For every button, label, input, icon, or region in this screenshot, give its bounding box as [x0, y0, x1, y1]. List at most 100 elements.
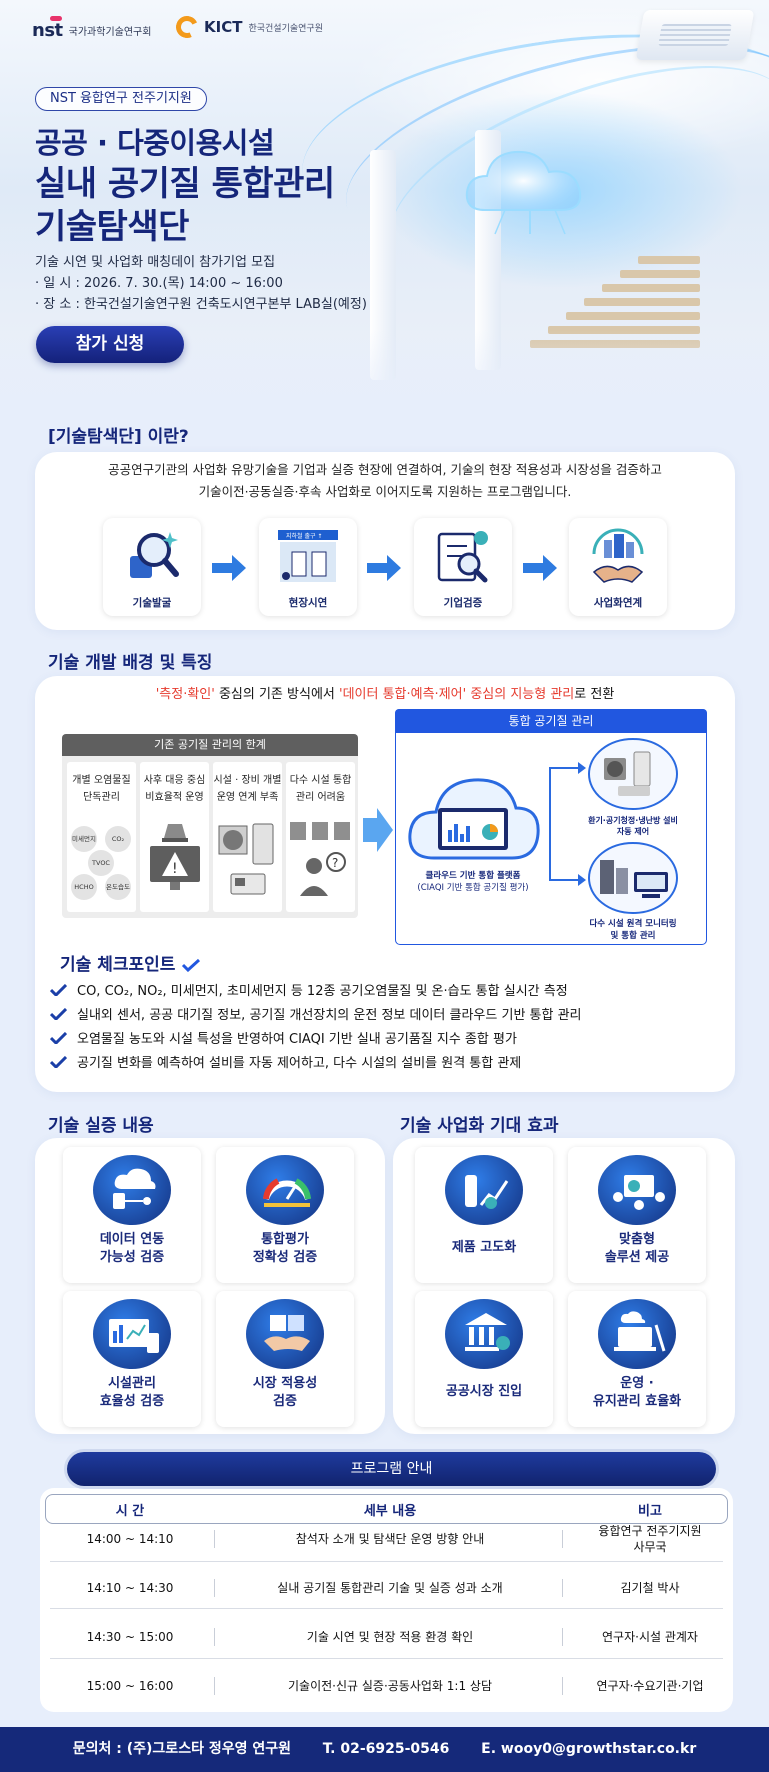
apply-button[interactable]: 참가 신청 [36, 326, 184, 363]
limit-line: 관리 어려움 [295, 792, 346, 803]
nst-logo: nst 국가과학기술연구회 [32, 16, 151, 41]
checklist-magnifier-icon [437, 531, 488, 583]
pollutant-bubble: 미세먼지 [71, 826, 97, 852]
cloud-platform-icon [408, 778, 540, 860]
event-place: · 장 소 : 한국건설기술연구원 건축도시연구본부 LAB실(예정) [35, 297, 367, 312]
handshake-building-icon [592, 528, 644, 583]
row-divider [50, 1608, 723, 1609]
lead-text: 로 전환 [574, 687, 615, 702]
col-header-content: 세부 내용 [363, 1504, 417, 1519]
score-gauge-icon [263, 1178, 311, 1207]
background-lead: '측정·확인' 중심의 기존 방식에서 '데이터 통합·예측·제어' 중심의 지… [40, 683, 730, 702]
row-note: 연구자·수요기관·기업 [596, 1679, 704, 1693]
column-divider [562, 1530, 563, 1548]
tile-line: 데이터 연동 [99, 1232, 165, 1247]
step-label: 기술발굴 [132, 597, 172, 609]
intro-title: [기술탐색단] 이란? [48, 427, 189, 447]
station-demo-icon: 지하철 출구 ↑ [278, 530, 338, 582]
kict-logo: KICT 한국건설기술연구원 [172, 12, 323, 42]
step-field-demo: 지하철 출구 ↑ 현장시연 [259, 518, 357, 616]
connector-arrows [549, 762, 586, 886]
intro-desc-line2: 기술이전·공동실증·후속 사업화로 이어지도록 지원하는 프로그램입니다. [198, 484, 572, 499]
tile-line: 운영 · [620, 1376, 654, 1391]
demo-title: 기술 실증 내용 [48, 1116, 154, 1136]
ceiling-air-unit [635, 10, 755, 60]
checkpoint-item: 공기질 변화를 예측하여 설비를 자동 제어하고, 다수 시설의 설비를 원격 … [50, 1052, 521, 1071]
step-commercialization: 사업화연계 [569, 518, 667, 616]
row-note: 연구자·시설 관계자 [602, 1630, 698, 1644]
svg-text:지하철 출구 ↑: 지하철 출구 ↑ [286, 532, 322, 540]
monitoring-line: 및 통합 관리 [610, 931, 656, 941]
checkpoint-text: 오염물질 농도와 시설 특성을 반영하여 CIAQI 기반 실내 공기품질 지수… [77, 1032, 517, 1047]
column-divider [214, 1579, 215, 1597]
effect-title: 기술 사업화 기대 효과 [400, 1116, 559, 1136]
nst-logo-mark: nst [32, 16, 63, 41]
contact-email[interactable]: E. wooy0@growthstar.co.kr [481, 1741, 697, 1757]
tile-line: 시설관리 [108, 1376, 156, 1391]
tile-line: 검증 [273, 1394, 297, 1409]
intro-desc-line1: 공공연구기관의 사업화 유망기술을 기업과 실증 현장에 연결하여, 기술의 현… [108, 462, 662, 477]
checkpoint-text: 실내외 센서, 공공 대기질 정보, 공기질 개선장치의 운전 정보 데이터 클… [77, 1008, 582, 1023]
column-divider [214, 1628, 215, 1646]
row-time: 15:00 ~ 16:00 [86, 1679, 174, 1693]
limit-line: 개별 오염물질 [72, 775, 131, 786]
tile-line: 시장 적용성 [252, 1376, 318, 1391]
integrated-header: 통합 공기질 관리 [395, 709, 707, 733]
check-icon [50, 983, 67, 996]
laptop-tools-icon [614, 1311, 666, 1352]
row-note-line: 사무국 [633, 1540, 667, 1554]
row-content: 기술 시연 및 현장 적용 환경 확인 [306, 1630, 474, 1644]
row-note-line: 융합연구 전주기지원 [598, 1524, 702, 1538]
hvac-devices-icon [588, 738, 678, 810]
limit-line: 사후 대응 중심 [143, 775, 206, 786]
data-link-icon [93, 1155, 171, 1225]
hero-title-line3: 기술탐색단 [35, 207, 189, 247]
tile-line: 맞춤형 [619, 1232, 655, 1247]
table-header-row [45, 1494, 728, 1524]
hero-title-line2: 실내 공기질 통합관리 [35, 164, 335, 204]
government-building-icon [465, 1313, 510, 1351]
arrow-right-icon [363, 808, 393, 852]
row-divider [50, 1658, 723, 1659]
kict-logo-mark: KICT [204, 18, 243, 36]
program-tag: NST 융합연구 전주기지원 [35, 87, 207, 111]
gauge-icon [246, 1155, 324, 1225]
row-time: 14:30 ~ 15:00 [86, 1630, 174, 1644]
row-content: 실내 공기질 통합관리 기술 및 실증 성과 소개 [277, 1581, 503, 1595]
col-header-time: 시 간 [115, 1504, 145, 1519]
monitoring-line: 다수 시설 원격 모니터링 [589, 919, 677, 929]
arrow-right-icon [367, 555, 401, 581]
column-divider [562, 1628, 563, 1646]
contact-footer: 문의처 : (주)그로스타 정우영 연구원 T. 02-6925-0546 E.… [0, 1727, 769, 1772]
arrow-right-icon [212, 555, 246, 581]
contact-phone[interactable]: T. 02-6925-0546 [322, 1741, 450, 1757]
checkpoint-text: CO, CO₂, NO₂, 미세먼지, 초미세먼지 등 12종 공기오염물질 및… [77, 984, 568, 999]
check-icon [50, 1007, 67, 1020]
hero-subtitle: 기술 시연 및 사업화 매칭데이 참가기업 모집 [35, 255, 276, 270]
tile-line: 유지관리 효율화 [592, 1394, 682, 1409]
tile-line: 공공시장 진입 [445, 1384, 523, 1399]
kict-org-name: 한국건설기술연구원 [248, 23, 323, 34]
facility-dashboard-icon [109, 1319, 159, 1353]
column-divider [214, 1677, 215, 1695]
step-label: 현장시연 [288, 597, 328, 609]
control-line: 환기·공기청정·냉난방 설비 [588, 816, 678, 825]
background-title: 기술 개발 배경 및 특징 [48, 653, 213, 673]
checkpoint-title: 기술 체크포인트 [60, 950, 201, 975]
buildings-person-icon: ? [290, 822, 350, 896]
limit-line: 운영 연계 부족 [216, 792, 279, 803]
platform-caption: 클라우드 기반 통합 플랫폼(CIAQI 기반 통합 공기질 평가) [406, 870, 540, 894]
team-presentation-icon [613, 1175, 665, 1210]
kict-logo-icon [172, 12, 202, 42]
svg-text:!: ! [172, 861, 178, 877]
tile-line: 솔루션 제공 [604, 1250, 670, 1265]
